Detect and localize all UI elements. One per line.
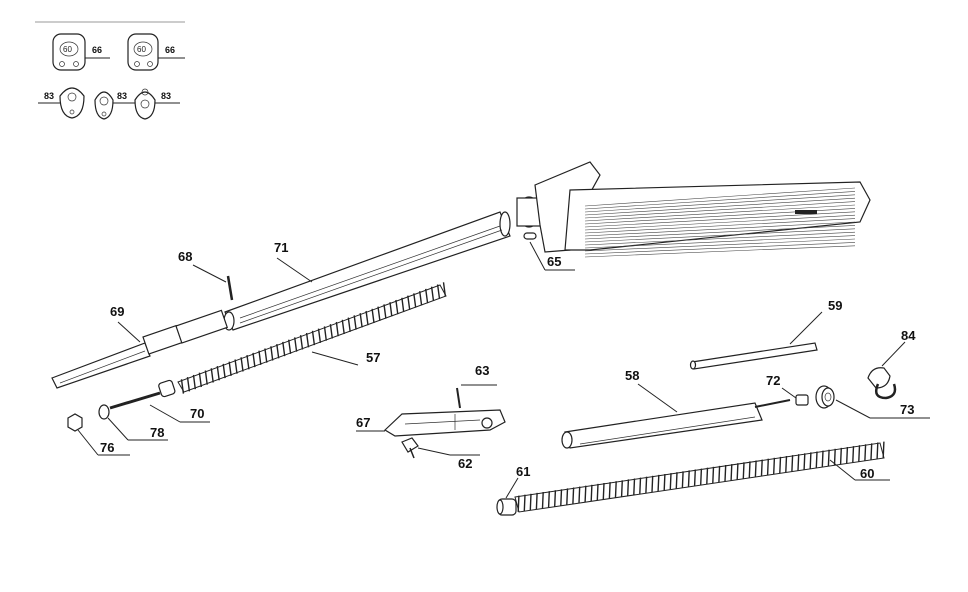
label-78: 78 [150, 425, 164, 440]
part-67-latch [384, 409, 506, 437]
part-73-cap [815, 385, 835, 409]
part-receiver-handguard [516, 161, 871, 258]
label-70: 70 [190, 406, 204, 421]
inset-label-83-b: 83 [117, 91, 127, 101]
label-57: 57 [366, 350, 380, 365]
inset-part-83-c [134, 88, 156, 120]
inset-plate-66-left: 60 [52, 33, 86, 71]
part-58-guide-tube [561, 399, 791, 449]
part-84-swivel [867, 367, 897, 400]
label-72: 72 [766, 373, 780, 388]
label-62: 62 [458, 456, 472, 471]
label-61: 61 [516, 464, 530, 479]
inset-legend: 60 66 60 66 83 83 [35, 21, 185, 120]
part-72-fitting [795, 394, 809, 406]
part-65-pin [523, 232, 537, 240]
part-69-rod [51, 309, 229, 389]
part-63-pin [456, 387, 461, 409]
label-71: 71 [274, 240, 288, 255]
inset-label-66-left: 66 [92, 45, 102, 55]
label-84: 84 [901, 328, 916, 343]
part-78-washer [98, 404, 110, 420]
inset-plate-text: 60 [137, 45, 146, 54]
part-71-tube [223, 211, 511, 331]
inset-label-83-c: 83 [161, 91, 171, 101]
part-60-spring [514, 441, 885, 513]
label-76: 76 [100, 440, 114, 455]
part-68-pin [226, 275, 234, 301]
part-62-screw [401, 437, 419, 459]
inset-plate-text: 60 [63, 45, 72, 54]
label-65: 65 [547, 254, 561, 269]
label-68: 68 [178, 249, 192, 264]
label-73: 73 [900, 402, 914, 417]
part-61-bushing [496, 498, 517, 516]
part-59-rod [689, 342, 818, 370]
part-57-spring [177, 282, 447, 394]
label-69: 69 [110, 304, 124, 319]
inset-plate-66-right: 60 [127, 33, 159, 71]
label-67: 67 [356, 415, 370, 430]
inset-label-83-a: 83 [44, 91, 54, 101]
label-63: 63 [475, 363, 489, 378]
inset-part-83-b [94, 91, 114, 120]
part-76-nut [67, 413, 83, 432]
inset-label-66-right: 66 [165, 45, 175, 55]
inset-part-83-a [59, 87, 85, 119]
label-60: 60 [860, 466, 874, 481]
label-58: 58 [625, 368, 639, 383]
part-70-screw [109, 379, 176, 410]
label-59: 59 [828, 298, 842, 313]
